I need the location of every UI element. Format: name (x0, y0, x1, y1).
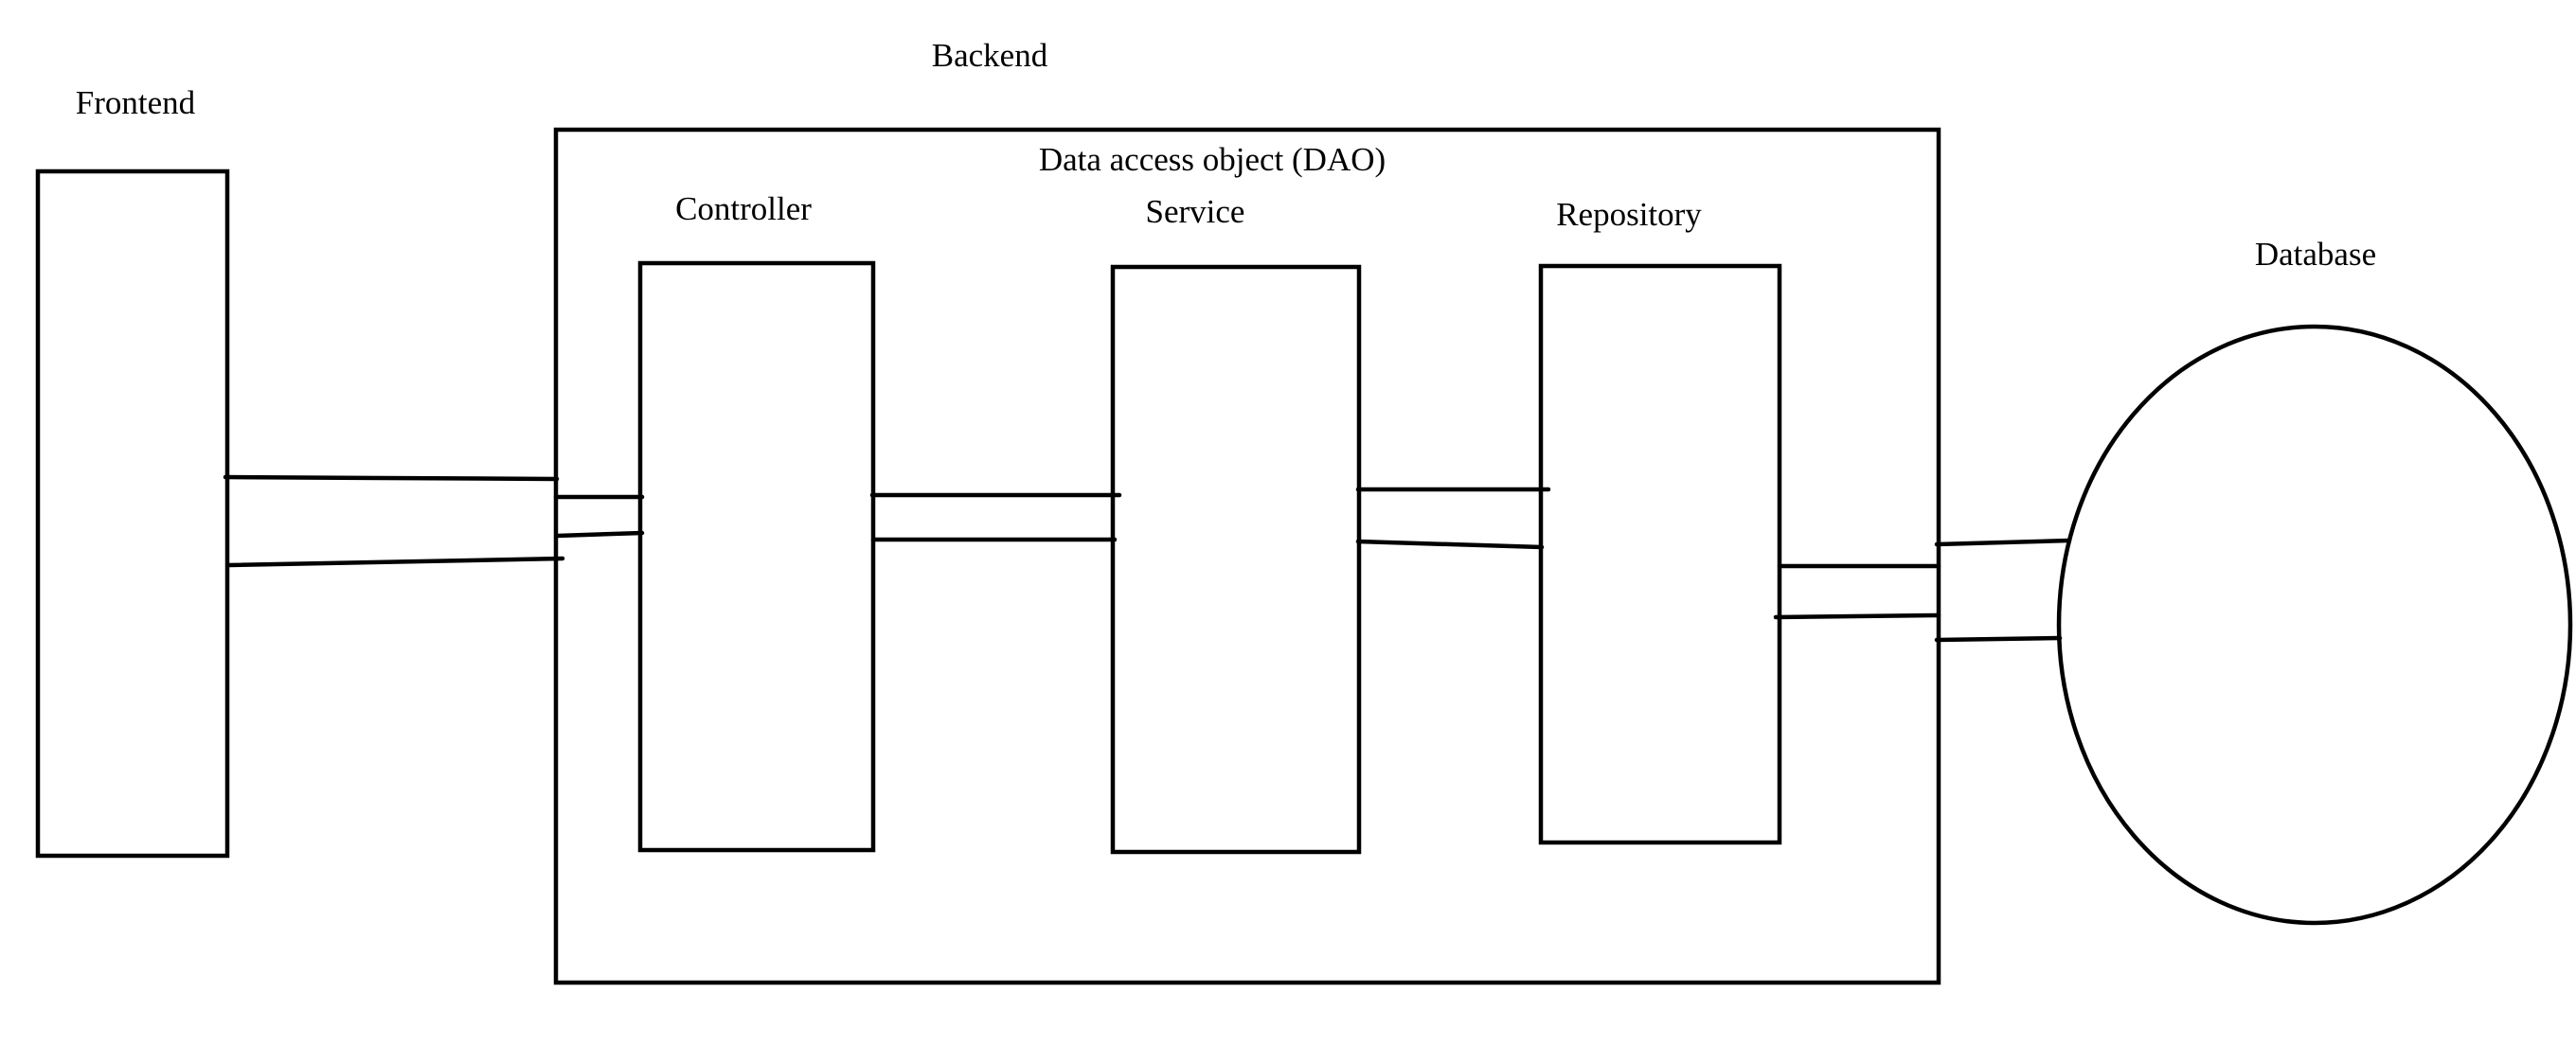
frontend-backend-connector-top (223, 474, 560, 482)
backend-database-connector-top (1934, 538, 2072, 547)
frontend-box (35, 168, 230, 859)
repository-backend-connector-bottom (1773, 612, 1941, 620)
database-label: Database (2255, 236, 2376, 273)
backend-controller-connector-bottom (554, 530, 645, 539)
controller-label: Controller (675, 190, 812, 227)
dao-label: Data access object (DAO) (1039, 141, 1386, 178)
service-label: Service (1146, 193, 1245, 230)
controller-box (637, 260, 876, 853)
backend-database-connector-bottom (1934, 635, 2063, 643)
frontend-label: Frontend (76, 84, 196, 121)
service-repository-connector-bottom (1355, 539, 1545, 550)
backend-label: Backend (932, 37, 1048, 74)
backend-container (553, 127, 1941, 985)
repository-label: Repository (1556, 196, 1702, 233)
repository-box (1538, 263, 1782, 845)
frontend-backend-connector-bottom (226, 556, 565, 568)
service-box (1110, 264, 1362, 855)
database-ellipse (2056, 324, 2573, 926)
